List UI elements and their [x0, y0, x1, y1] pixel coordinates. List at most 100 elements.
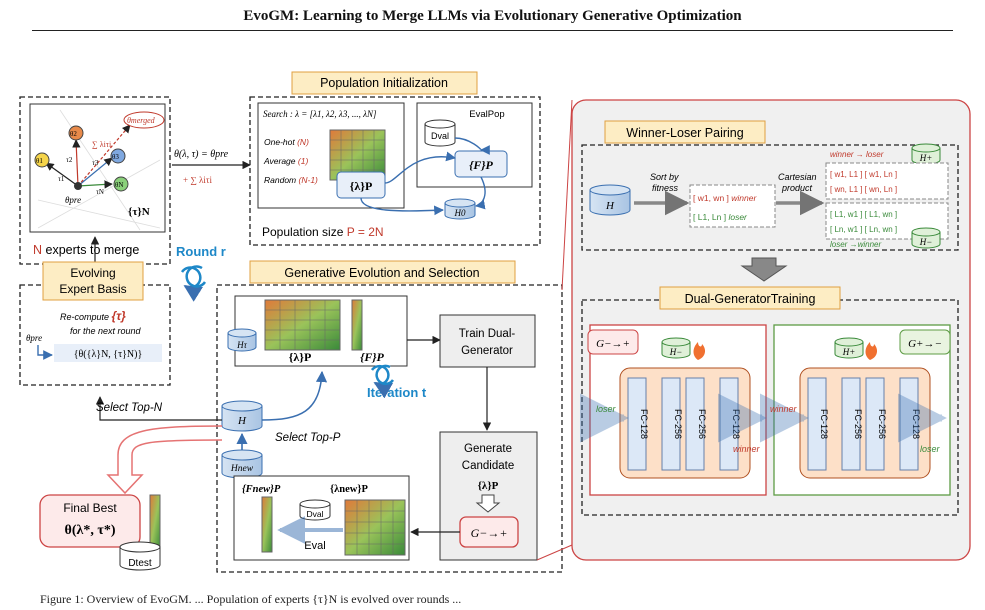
tau-n-label: τN	[96, 188, 104, 196]
sorted-list-box	[689, 184, 776, 228]
right-fire-icon	[865, 342, 878, 360]
sort-line1: Sort by	[650, 172, 679, 182]
evolving-title-line1: Evolving	[70, 266, 115, 280]
h-database-icon	[221, 400, 263, 432]
fitness-p-label: {F}P	[469, 158, 493, 172]
lambda-new-label: {λnew}P	[330, 484, 369, 495]
new-population-heatmap	[344, 499, 406, 556]
recompute-label: Re-compute {τ}	[60, 309, 126, 323]
fitness-new-label: {Fnew}P	[242, 484, 281, 495]
evolving-title-line2: Expert Basis	[59, 282, 126, 296]
theta-1-node	[34, 152, 50, 168]
h-tau-database-icon	[227, 328, 257, 352]
dval-label: Dval	[431, 131, 449, 141]
generate-line2: Candidate	[462, 460, 514, 472]
population-title: Population Initialization	[320, 76, 448, 90]
right-g-badge	[899, 329, 951, 355]
down-block-arrow-icon	[740, 257, 788, 282]
search-label: Search : λ = [λ1, λ2, λ3, ..., λN]	[263, 109, 377, 119]
g-minus-plus-label: G−→+	[471, 526, 508, 540]
h-minus-label: H−	[919, 237, 933, 247]
left-fc-1: FC-128	[639, 409, 649, 439]
population-size-label: Population size P = 2N	[262, 225, 384, 239]
theta-3-label: θ3	[112, 153, 119, 161]
sorted-row1: [ w1, wn ] winner	[693, 193, 757, 203]
loser-to-winner-label: loser →winner	[830, 240, 881, 249]
round-label: Round r	[176, 244, 226, 259]
left-g-label: G−→+	[596, 338, 630, 350]
eval-label: Eval	[304, 540, 325, 552]
winner-to-loser-label: winner → loser	[830, 150, 884, 159]
train-generator-box[interactable]	[439, 314, 536, 368]
pairing-h-label: H	[605, 200, 615, 212]
lambda-p-label: {λ}P	[350, 179, 373, 193]
pairs-bottom-row2: [ Ln, w1 ] [ Ln, wn ]	[830, 225, 897, 234]
train-generator-line2: Generator	[461, 345, 513, 357]
iteration-label: Iteration t	[367, 385, 427, 400]
tau-set-label: {τ}N	[128, 206, 150, 218]
theta-2-node	[68, 125, 84, 141]
dual-title: Dual-GeneratorTraining	[685, 292, 816, 306]
evolved-heatmap	[264, 299, 341, 351]
dtest-database-icon	[119, 541, 161, 571]
gen-evo-box	[216, 284, 563, 573]
eval-dval-database-icon	[299, 499, 331, 521]
right-in-label: winner	[770, 404, 798, 414]
left-fc-3: FC-256	[697, 409, 707, 439]
pairs-bottom-row1: [ L1, w1 ] [ L1, wn ]	[830, 210, 897, 219]
cartesian-line2: product	[781, 183, 813, 193]
down-arrow-icon	[475, 494, 501, 513]
left-h-label: H−	[669, 347, 683, 357]
final-fitness-column	[149, 494, 161, 551]
eval-dval-label: Dval	[306, 509, 323, 519]
theta-1-label: θ1	[36, 157, 43, 165]
right-h-database-icon	[834, 337, 864, 359]
next-round-label: for the next round	[70, 326, 142, 336]
theta-3-node	[110, 148, 126, 164]
tau-2-vector	[72, 139, 81, 187]
select-top-n-label: Select Top-N	[96, 402, 163, 414]
pairing-banner	[604, 120, 766, 144]
population-banner	[291, 71, 478, 95]
theta-merged-label: θmerged	[127, 116, 156, 125]
tau-n-vector	[77, 180, 113, 189]
h0-database-icon	[444, 198, 476, 220]
pairs-top-row2: [ wn, L1 ] [ wn, Ln ]	[830, 185, 897, 194]
paper-title: EvoGM: Learning to Merge LLMs via Evolut…	[243, 8, 742, 24]
experts-caption: N experts to merge	[33, 243, 139, 257]
left-fc-2: FC-256	[673, 409, 683, 439]
header-rule	[32, 30, 953, 31]
round-cycle-icon	[180, 265, 207, 302]
merge-formula-line1: θ(λ, τ) = θpre	[174, 149, 229, 160]
theta-pre-node	[74, 182, 82, 190]
final-best-title: Final Best	[63, 501, 117, 515]
tau-1-vector	[45, 162, 79, 187]
sum-lambda-tau-label: ∑ λiτi	[92, 140, 112, 149]
h-minus-database-icon	[911, 227, 941, 249]
pairing-box	[581, 144, 959, 251]
gen-evo-banner	[249, 260, 516, 284]
dval-database-icon	[424, 119, 456, 147]
h-label: H	[237, 415, 247, 427]
gen-fitness-p-label: {F}P	[360, 350, 384, 364]
tau-1-label: τ1	[58, 175, 65, 183]
evalpop-label: EvalPop	[469, 109, 504, 120]
left-out-label: winner	[733, 444, 761, 454]
train-generator-line1: Train Dual-	[459, 328, 516, 340]
pairs-top-row1: [ w1, L1 ] [ w1, Ln ]	[830, 170, 897, 179]
evolving-formula: {θ({λ}N, {τ}N)}	[74, 349, 143, 360]
pairing-title: Winner-Loser Pairing	[626, 126, 743, 140]
right-g-label: G+→−	[908, 338, 942, 350]
right-fc-1: FC-128	[819, 409, 829, 439]
population-box	[249, 96, 541, 246]
merged-vector	[77, 124, 131, 187]
right-out-label: loser	[920, 444, 941, 454]
theta-merged-node	[123, 111, 165, 129]
dual-banner	[659, 286, 841, 310]
gen-lambda-p-label: {λ}P	[289, 350, 312, 364]
left-fc-4: FC-128	[731, 409, 741, 439]
theta-2-label: θ2	[70, 130, 77, 138]
theta-n-label: θN	[115, 181, 123, 189]
tau-3-vector	[77, 157, 113, 187]
tau-2-label: τ2	[66, 156, 73, 164]
